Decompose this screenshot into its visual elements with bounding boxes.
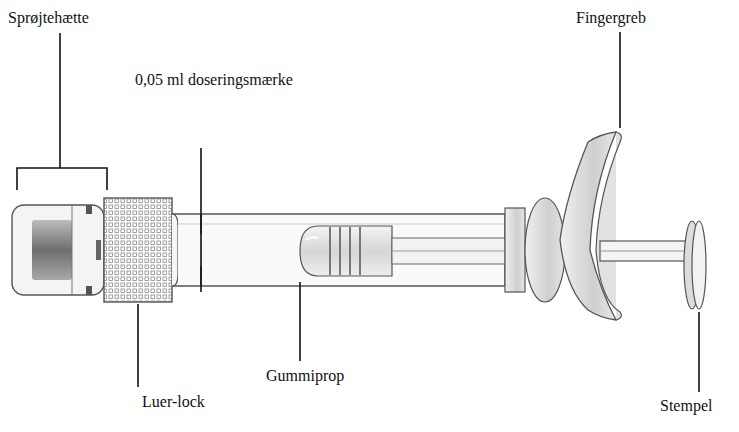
part-label: Stempel — [660, 396, 712, 415]
part-label: Luer-lock — [142, 392, 205, 411]
part-label: 0,05 ml doseringsmærke — [135, 70, 293, 89]
part-label: Sprøjtehætte — [8, 8, 89, 27]
part-label: Gummiprop — [266, 366, 344, 385]
part-label: Fingergreb — [576, 8, 646, 27]
